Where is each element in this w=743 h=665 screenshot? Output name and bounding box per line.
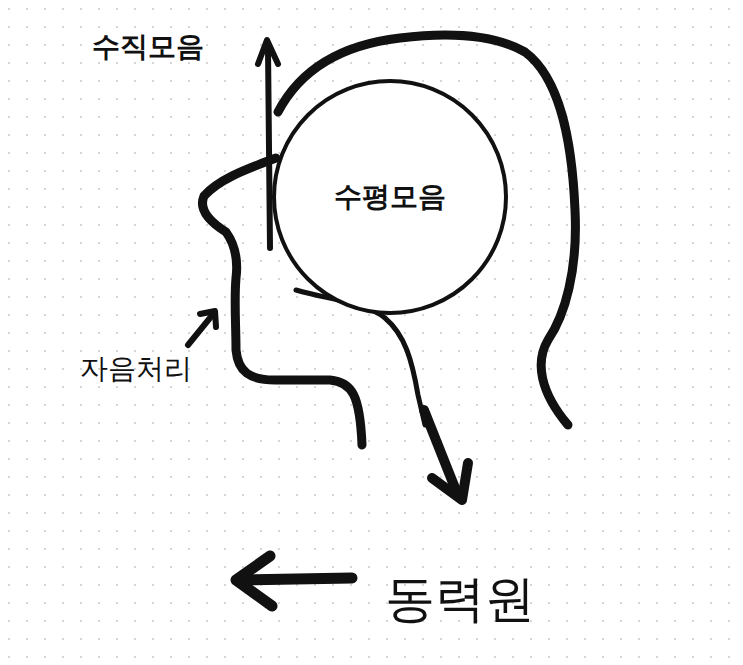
vertical-arrow (268, 48, 270, 248)
consonant-arrow (188, 313, 214, 345)
circle-node: 수평모음 (272, 79, 508, 315)
consonant-label: 자음처리 (80, 350, 192, 388)
vertical-arrowhead (258, 40, 278, 64)
node-label: 수평모음 (334, 178, 446, 216)
consonant-arrowhead (200, 311, 216, 327)
down-arrowhead (432, 463, 468, 500)
power-arrowhead (236, 556, 272, 606)
circle-shape (274, 81, 506, 313)
power-arrow (240, 578, 352, 580)
vertical-vowel-label: 수직모음 (92, 28, 204, 66)
power-source-label: 동력원 (385, 566, 535, 633)
